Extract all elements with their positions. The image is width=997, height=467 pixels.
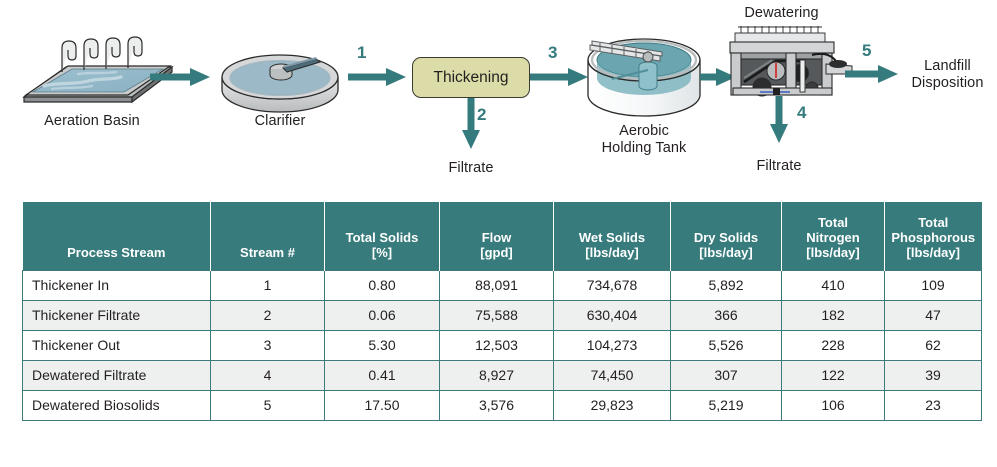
label-landfill-disposition: Landfill Disposition [911, 58, 984, 92]
table-row: Thickener Out 3 5.30 12,503 104,273 5,52… [22, 329, 982, 361]
cell-process-stream: Dewatered Filtrate [22, 359, 211, 391]
cell-wet-solids: 29,823 [553, 389, 671, 421]
cell-stream-number: 4 [210, 359, 325, 391]
cell-stream-number: 2 [210, 299, 325, 331]
table-row: Dewatered Filtrate 4 0.41 8,927 74,450 3… [22, 359, 982, 391]
cell-wet-solids: 734,678 [553, 269, 671, 301]
arrow-stream-2 [462, 98, 480, 149]
cell-total-nitrogen: 410 [781, 269, 885, 301]
arrow-stream-4 [770, 96, 788, 143]
cell-total-phosphorous: 39 [884, 359, 982, 391]
stream-number-5: 5 [862, 41, 872, 60]
cell-process-stream: Thickener Out [22, 329, 211, 361]
cell-dry-solids: 307 [670, 359, 782, 391]
cell-total-solids: 0.80 [324, 269, 440, 301]
column-header-flow: Flow [gpd] [439, 202, 554, 270]
table-row: Thickener Filtrate 2 0.06 75,588 630,404… [22, 299, 982, 331]
arrow-basin-to-clarifier [150, 68, 210, 86]
cell-wet-solids: 74,450 [553, 359, 671, 391]
cell-stream-number: 5 [210, 389, 325, 421]
column-header-total-solids: Total Solids [%] [324, 202, 440, 270]
cell-flow: 8,927 [439, 359, 554, 391]
cell-dry-solids: 5,892 [670, 269, 782, 301]
label-aerobic-holding-tank: Aerobic Holding Tank [601, 123, 687, 157]
thickening-label: Thickening [433, 68, 509, 86]
stream-number-3: 3 [548, 43, 558, 62]
cell-dry-solids: 5,219 [670, 389, 782, 421]
cell-process-stream: Thickener Filtrate [22, 299, 211, 331]
column-header-total-phosphorous: Total Phosphorous [lbs/day] [884, 202, 982, 270]
label-clarifier: Clarifier [254, 113, 306, 129]
process-box-thickening: Thickening [412, 57, 530, 98]
cell-total-phosphorous: 47 [884, 299, 982, 331]
process-stream-data-table: Process Stream Stream # Total Solids [%]… [22, 202, 982, 421]
cell-total-nitrogen: 228 [781, 329, 885, 361]
diagram-graphics [22, 26, 898, 149]
cell-process-stream: Thickener In [22, 269, 211, 301]
column-header-stream-number: Stream # [210, 202, 325, 270]
column-header-dry-solids: Dry Solids [lbs/day] [670, 202, 782, 270]
aerobic-holding-tank-icon [587, 38, 701, 117]
cell-flow: 75,588 [439, 299, 554, 331]
cell-total-solids: 0.41 [324, 359, 440, 391]
column-header-wet-solids: Wet Solids [lbs/day] [553, 202, 671, 270]
cell-flow: 3,576 [439, 389, 554, 421]
table-header-row: Process Stream Stream # Total Solids [%]… [22, 202, 982, 270]
arrow-stream-3 [530, 68, 588, 86]
cell-flow: 12,503 [439, 329, 554, 361]
cell-total-nitrogen: 182 [781, 299, 885, 331]
arrow-tank-to-dewatering [700, 68, 736, 86]
cell-flow: 88,091 [439, 269, 554, 301]
table-row: Dewatered Biosolids 5 17.50 3,576 29,823… [22, 389, 982, 421]
cell-wet-solids: 104,273 [553, 329, 671, 361]
cell-total-solids: 5.30 [324, 329, 440, 361]
cell-total-nitrogen: 106 [781, 389, 885, 421]
cell-dry-solids: 366 [670, 299, 782, 331]
cell-total-nitrogen: 122 [781, 359, 885, 391]
table-row: Thickener In 1 0.80 88,091 734,678 5,892… [22, 269, 982, 301]
column-header-total-nitrogen: Total Nitrogen [lbs/day] [781, 202, 885, 270]
cell-total-phosphorous: 23 [884, 389, 982, 421]
cell-total-solids: 0.06 [324, 299, 440, 331]
label-dewatering: Dewatering [744, 5, 819, 21]
column-header-process-stream: Process Stream [22, 202, 211, 270]
cell-stream-number: 3 [210, 329, 325, 361]
stream-number-1: 1 [357, 43, 367, 62]
aeration-basin-icon [22, 36, 174, 104]
label-aeration-basin: Aeration Basin [44, 113, 140, 129]
process-flow-diagram: Thickening 1 2 3 4 5 Aeration Basin Clar… [0, 0, 997, 190]
cell-stream-number: 1 [210, 269, 325, 301]
clarifier-icon [221, 54, 339, 113]
label-filtrate-dewatering: Filtrate [756, 158, 802, 174]
arrow-stream-5 [845, 65, 898, 83]
arrow-stream-1 [348, 68, 406, 86]
cell-wet-solids: 630,404 [553, 299, 671, 331]
stream-number-2: 2 [477, 105, 487, 124]
label-filtrate-thickening: Filtrate [448, 160, 494, 176]
stream-number-4: 4 [797, 103, 807, 122]
cell-dry-solids: 5,526 [670, 329, 782, 361]
cell-total-phosphorous: 62 [884, 329, 982, 361]
cell-total-phosphorous: 109 [884, 269, 982, 301]
cell-process-stream: Dewatered Biosolids [22, 389, 211, 421]
cell-total-solids: 17.50 [324, 389, 440, 421]
dewatering-icon [729, 26, 853, 97]
